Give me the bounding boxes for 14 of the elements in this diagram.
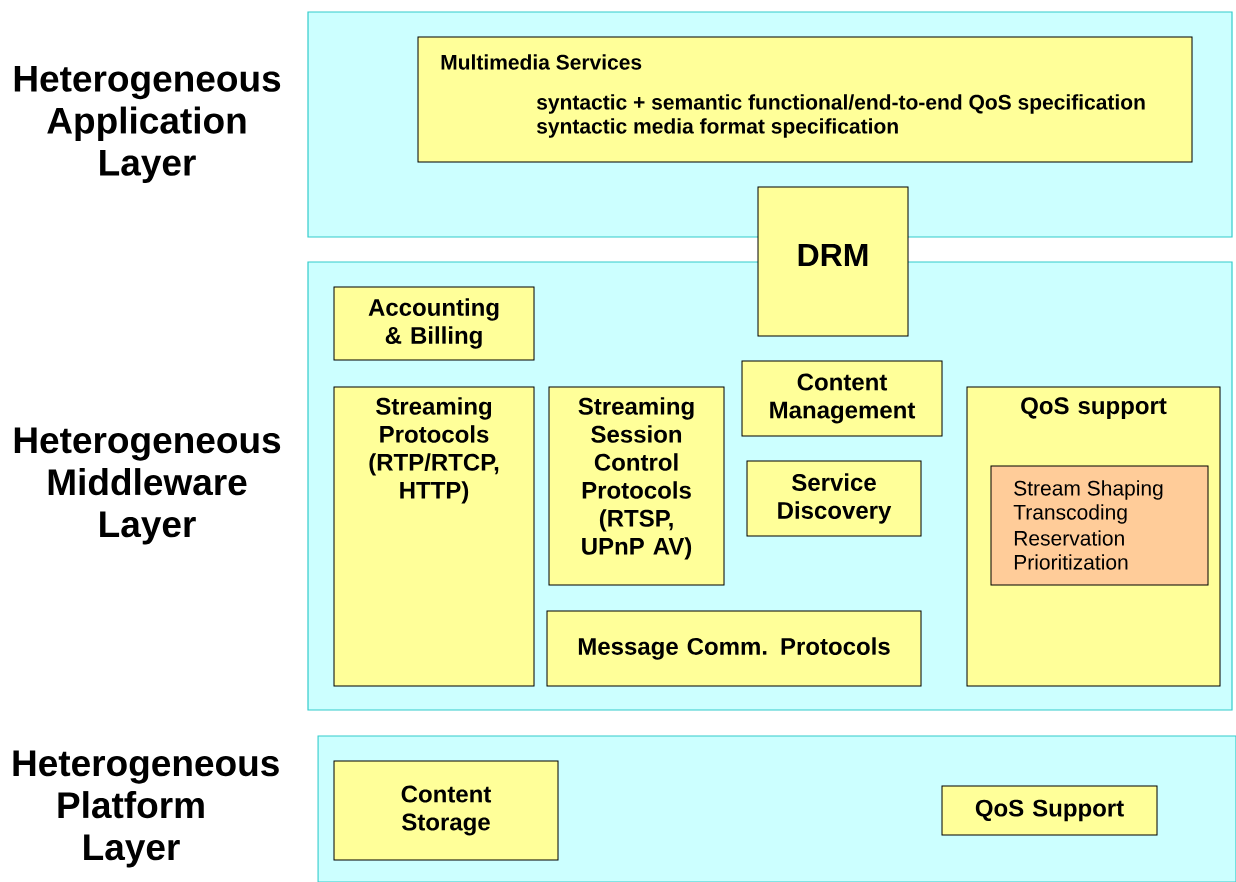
component-box: Message Comm. Protocols	[546, 610, 922, 687]
component-box: Accounting & Billing	[333, 286, 535, 361]
layer-heading: Heterogeneous Application Layer	[14, 65, 281, 184]
component-box: Streaming Session Control Protocols (RTSP, UPnP AV)	[548, 386, 725, 586]
component-box: DRM	[757, 186, 909, 337]
component-box: Streaming Protocols (RTP/RTCP, HTTP)	[333, 386, 535, 687]
technique-box: Stream Shaping Transcoding Reservation Prioritization	[990, 465, 1209, 586]
component-box: QoS Support	[941, 785, 1158, 836]
component-box: Service Discovery	[746, 460, 922, 537]
layer-heading: Heterogeneous Platform Layer	[13, 750, 279, 868]
component-box: Content Storage	[333, 760, 559, 861]
component-box: Content Management	[741, 360, 943, 437]
component-box: Multimedia Services syntactic + semantic functional/end-to-end QoS specification syntactic media format specification	[417, 36, 1193, 163]
layer-heading: Heterogeneous Middleware Layer	[14, 427, 281, 545]
